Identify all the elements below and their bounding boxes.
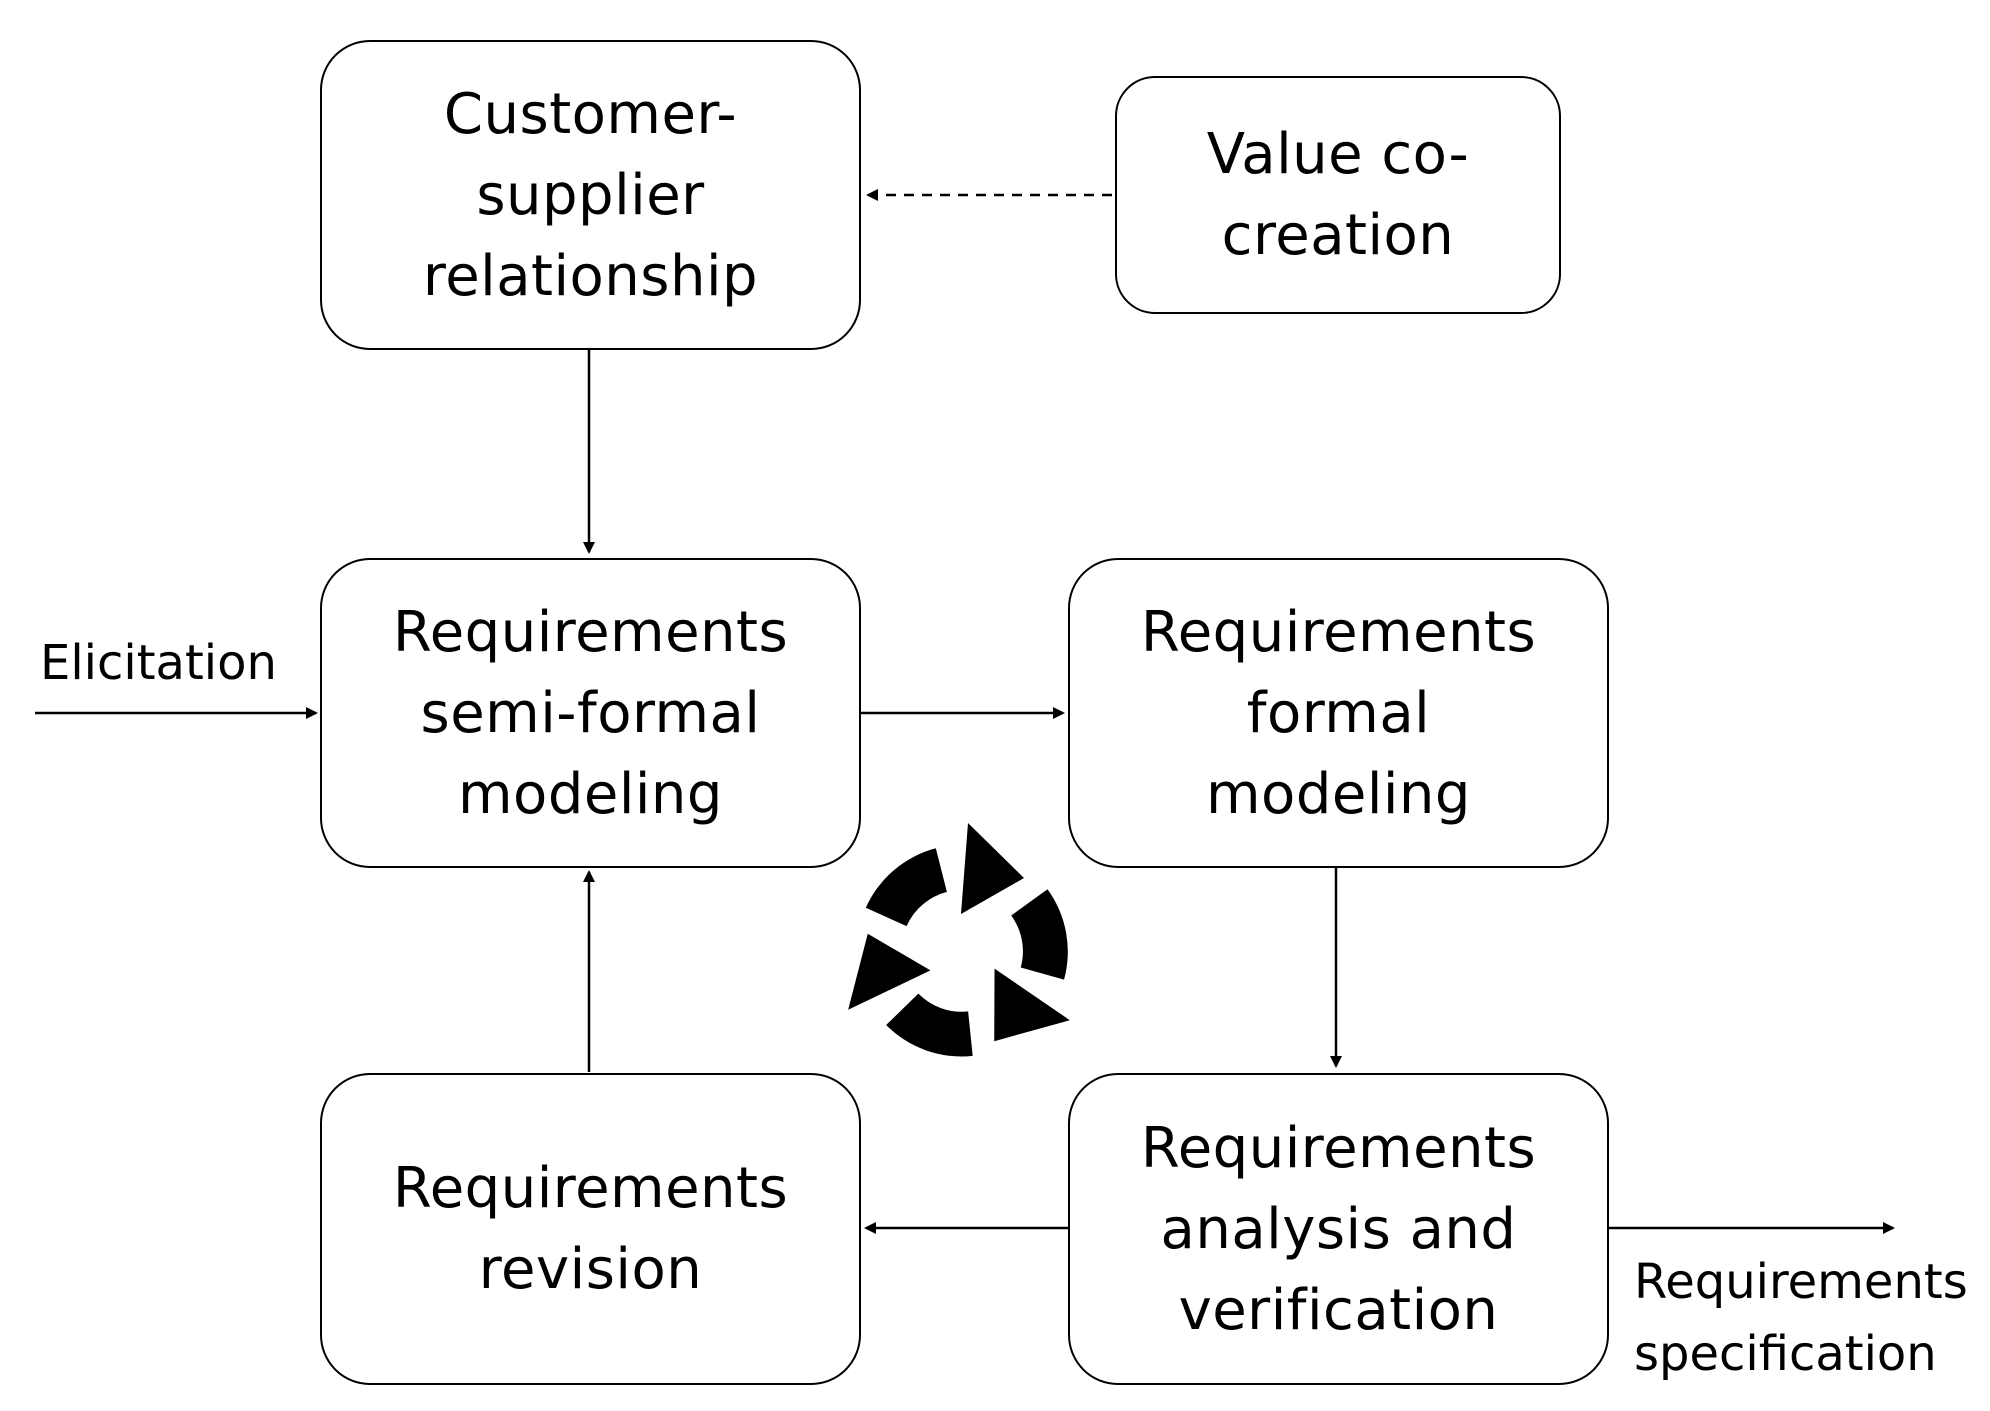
requirements-formal-modeling-label: Requirements formal modeling (1140, 599, 1537, 827)
requirements-specification-label: Requirements specification (1634, 1254, 1968, 1382)
cycle-arrow-segment-1 (865, 823, 1024, 927)
cycle-arrow-segment-3 (848, 933, 973, 1057)
requirements-semi-formal-modeling-label: Requirements semi-formal modeling (392, 599, 789, 827)
value-cocreation-box: Value co- creation (1115, 76, 1561, 314)
customer-supplier-relationship-label: Customer- supplier relationship (422, 81, 759, 309)
requirements-formal-modeling-box: Requirements formal modeling (1068, 558, 1609, 868)
requirements-semi-formal-modeling-box: Requirements semi-formal modeling (320, 558, 861, 868)
requirements-revision-box: Requirements revision (320, 1073, 861, 1385)
requirements-revision-label: Requirements revision (392, 1156, 789, 1302)
value-cocreation-label: Value co- creation (1206, 122, 1470, 268)
cycle-arrow-segment-2 (994, 889, 1070, 1042)
requirements-analysis-verification-box: Requirements analysis and verification (1068, 1073, 1609, 1385)
requirements-analysis-verification-label: Requirements analysis and verification (1140, 1115, 1537, 1343)
elicitation-label: Elicitation (40, 635, 277, 691)
customer-supplier-relationship-box: Customer- supplier relationship (320, 40, 861, 350)
cycle-arrows-icon (848, 823, 1070, 1057)
